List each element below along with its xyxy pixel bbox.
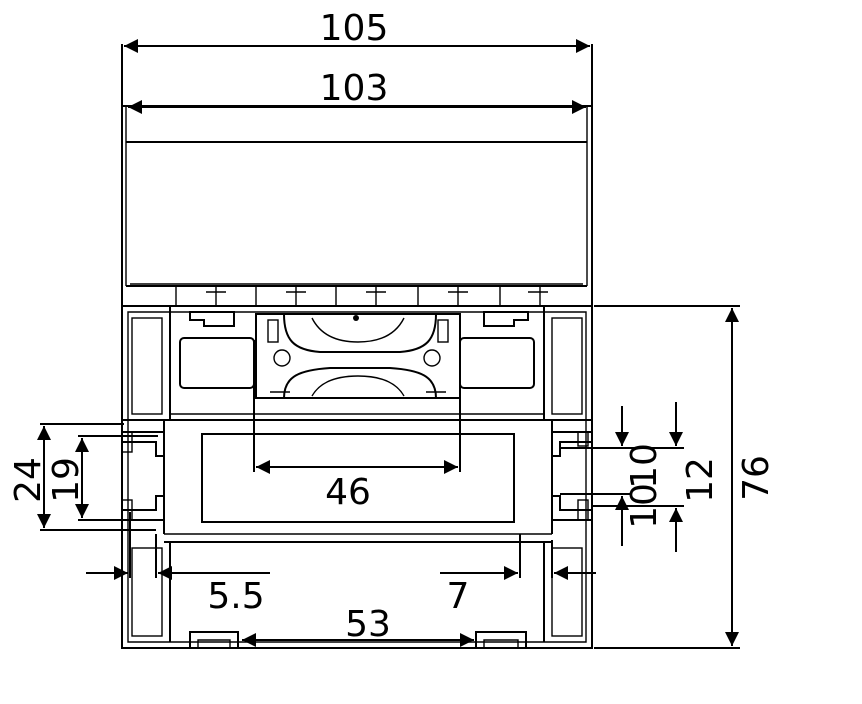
dim-label-12: 12 — [680, 457, 721, 503]
dimension-width-53: 53 — [242, 604, 474, 647]
dimension-height-24: 24 — [8, 423, 156, 531]
frame-profile — [121, 305, 593, 649]
dim-label-7: 7 — [447, 576, 470, 617]
dimension-gap-10-a: 10 10 — [560, 406, 665, 546]
central-seal-assembly — [255, 313, 461, 399]
dim-label-76: 76 — [736, 455, 777, 501]
dimension-offset-7: 7 — [440, 534, 596, 617]
dimension-height-19: 19 — [46, 435, 158, 521]
glazing-bead-teeth — [175, 286, 548, 306]
dim-label-19: 19 — [46, 457, 87, 503]
dimension-height-76: 76 — [594, 305, 777, 649]
dim-label-10-a: 10 — [624, 443, 665, 489]
dim-label-105: 105 — [320, 8, 389, 49]
dimension-sash-width: 103 — [128, 68, 586, 114]
dim-label-103: 103 — [320, 68, 389, 109]
dimension-overall-width: 105 — [121, 8, 593, 110]
dimension-rebate-46: 46 — [253, 340, 461, 513]
dimension-gap-12: 12 — [592, 402, 721, 552]
dim-label-46: 46 — [325, 472, 371, 513]
dim-label-24: 24 — [8, 457, 49, 503]
dimension-offset-5-5: 5.5 — [86, 512, 270, 617]
sash-glazing-block — [121, 105, 593, 307]
dim-label-5-5: 5.5 — [207, 576, 264, 617]
dim-label-53: 53 — [345, 604, 391, 645]
